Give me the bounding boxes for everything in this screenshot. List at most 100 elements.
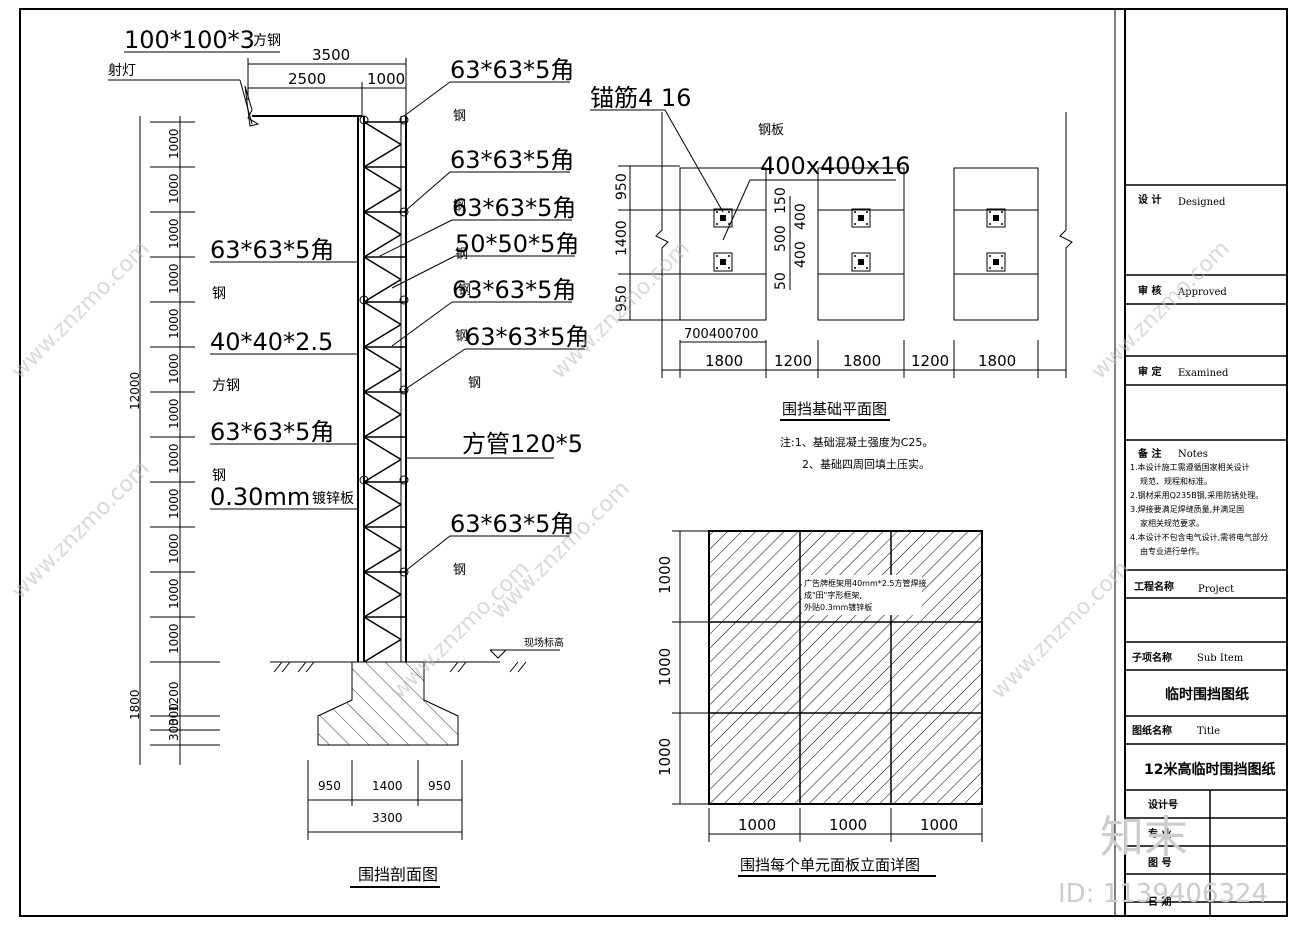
top-steel-label: 100*100*3 xyxy=(124,26,255,54)
drawing-no-label: 图 号 xyxy=(1148,857,1171,869)
footing-total: 1800 xyxy=(128,689,142,720)
left-sub-2: 钢 xyxy=(212,468,226,484)
plate-size-label: 400x400x16 xyxy=(760,152,911,180)
left-sub-3: 镀锌板 xyxy=(312,490,354,507)
vdim-11: 1000 xyxy=(167,623,181,654)
bottom-dim-1: 1400 xyxy=(372,779,403,793)
vdim-9: 1000 xyxy=(167,533,181,564)
sub-item-label: 子项名称 xyxy=(1132,651,1172,664)
left-label-1: 40*40*2.5 xyxy=(210,328,333,356)
vdim-8: 1000 xyxy=(167,488,181,519)
tb-note-2: 2.钢材采用Q235B钢,采用防锈处理。 xyxy=(1130,490,1263,500)
sub-item-en: Sub Item xyxy=(1197,653,1244,664)
callout-sub-2: 钢 xyxy=(455,247,468,262)
hatched-panel xyxy=(708,530,983,805)
watermark-site-3: www.znzmo.com xyxy=(487,476,635,624)
date-label: 日 期 xyxy=(1148,895,1171,908)
footing-vdim-2: 300 xyxy=(167,718,181,741)
sub-item-value: 临时围挡图纸 xyxy=(1165,686,1249,703)
designed-label: 设 计 xyxy=(1138,193,1161,206)
vdim-6: 1000 xyxy=(167,398,181,429)
panel-col-dim-0: 1000 xyxy=(738,816,776,834)
panel-col-dim-1: 1000 xyxy=(829,816,867,834)
callout-1: 63*63*5角 xyxy=(450,146,574,174)
drawing-name-en: Title xyxy=(1197,726,1220,737)
vdim-1: 1000 xyxy=(167,173,181,204)
plan-mid-vdim-0: 150 xyxy=(773,187,789,214)
top-steel-suffix: 方钢 xyxy=(253,33,281,49)
panel-note-3: 外贴0.3mm镀锌板 xyxy=(804,602,872,612)
watermark-site-2: www.znzmo.com xyxy=(387,556,535,704)
callout-5: 63*63*5角 xyxy=(465,323,589,351)
plan-note-1: 注:1、基础混凝土强度为C25。 xyxy=(780,435,933,449)
watermark-id: ID: 1139406324 xyxy=(1058,879,1268,909)
watermark-site-7: www.znzmo.com xyxy=(547,236,695,384)
plan-vdim-2: 950 xyxy=(614,285,630,312)
left-sub-0: 钢 xyxy=(212,286,226,302)
drawing-name-value: 12米高临时围挡图纸 xyxy=(1144,761,1275,778)
plan-span-0: 1800 xyxy=(705,352,743,370)
notes-en: Notes xyxy=(1178,449,1208,460)
concrete-footing xyxy=(317,661,459,746)
vdim-3: 1000 xyxy=(167,263,181,294)
approved-label: 审 核 xyxy=(1138,284,1161,297)
section-view: 100*100*3 方钢 射灯 3500 2500 1000 现场标高 xyxy=(108,26,589,888)
anchor-plate xyxy=(713,208,733,228)
callout-sub-6: 钢 xyxy=(453,563,466,578)
anchor-plate xyxy=(713,252,733,272)
tb-note-5: 4.本设计不包含电气设计,需将电气部分 xyxy=(1130,532,1268,542)
plan-mid-vdim-4: 50 xyxy=(773,272,789,290)
dim-2500: 2500 xyxy=(288,70,326,88)
plate-label: 钢板 xyxy=(758,123,784,138)
plan-block-1 xyxy=(817,167,905,321)
plan-vdim-0: 950 xyxy=(614,173,630,200)
design-no-label: 设计号 xyxy=(1148,798,1178,811)
title-block: 设 计 Designed 审 核 Approved 审 定 Examined 备… xyxy=(1125,184,1287,916)
plan-block-2 xyxy=(953,167,1039,321)
vdim-10: 1000 xyxy=(167,578,181,609)
watermark-site-5: www.znzmo.com xyxy=(987,556,1135,704)
plan-mid-vdim-1: 400 xyxy=(793,203,809,230)
left-label-0: 63*63*5角 xyxy=(210,236,334,264)
examined-en: Examined xyxy=(1178,368,1229,379)
vdim-2: 1000 xyxy=(167,218,181,249)
vdim-5: 1000 xyxy=(167,353,181,384)
designed-en: Designed xyxy=(1178,197,1226,208)
callout-3: 50*50*5角 xyxy=(455,230,579,258)
total-height: 12000 xyxy=(128,372,142,410)
vdim-4: 1000 xyxy=(167,308,181,339)
square-tube-label: 方管120*5 xyxy=(462,430,583,458)
right-callouts: 63*63*5角钢63*63*5角钢63*63*5角钢50*50*5角钢63*6… xyxy=(379,56,589,578)
panel-title: 围挡每个单元面板立面详图 xyxy=(740,856,920,874)
callout-4: 63*63*5角 xyxy=(452,276,576,304)
tb-note-6: 由专业进行单作。 xyxy=(1140,546,1204,556)
panel-row-dim-1: 1000 xyxy=(656,648,674,686)
tb-note-0: 1.本设计施工需遵循国家相关设计 xyxy=(1130,462,1250,472)
callout-sub-3: 钢 xyxy=(458,283,471,298)
plan-span-3: 1200 xyxy=(911,352,949,370)
left-sub-1: 方钢 xyxy=(212,378,240,394)
tb-note-4: 家相关规范要求。 xyxy=(1140,518,1204,528)
anchor-label: 锚筋4 16 xyxy=(590,84,691,112)
callout-0: 63*63*5角 xyxy=(450,56,574,84)
plan-mid-vdim-2: 500 xyxy=(773,225,789,252)
approved-en: Approved xyxy=(1177,287,1227,298)
vdim-0: 1000 xyxy=(167,128,181,159)
tb-note-3: 3.焊接要满足焊缝质量,并满足国 xyxy=(1130,504,1244,514)
bottom-dim-2: 950 xyxy=(428,779,451,793)
callout-sub-5: 钢 xyxy=(468,376,481,391)
foundation-plan: 锚筋4 16 钢板 400x400x16 950 1400 950 150 40… xyxy=(590,84,1073,471)
dim-3500: 3500 xyxy=(312,46,350,64)
callout-sub-4: 钢 xyxy=(455,329,468,344)
bottom-dim-0: 950 xyxy=(318,779,341,793)
callout-sub-1: 钢 xyxy=(453,199,466,214)
ground-level-label: 现场标高 xyxy=(524,636,564,649)
footing-vdim-1: 300 xyxy=(167,703,181,726)
plan-span-2: 1800 xyxy=(843,352,881,370)
vdim-7: 1000 xyxy=(167,443,181,474)
anchor-plate xyxy=(986,208,1006,228)
drawing-frame xyxy=(19,8,1288,917)
panel-row-dim-0: 1000 xyxy=(656,556,674,594)
